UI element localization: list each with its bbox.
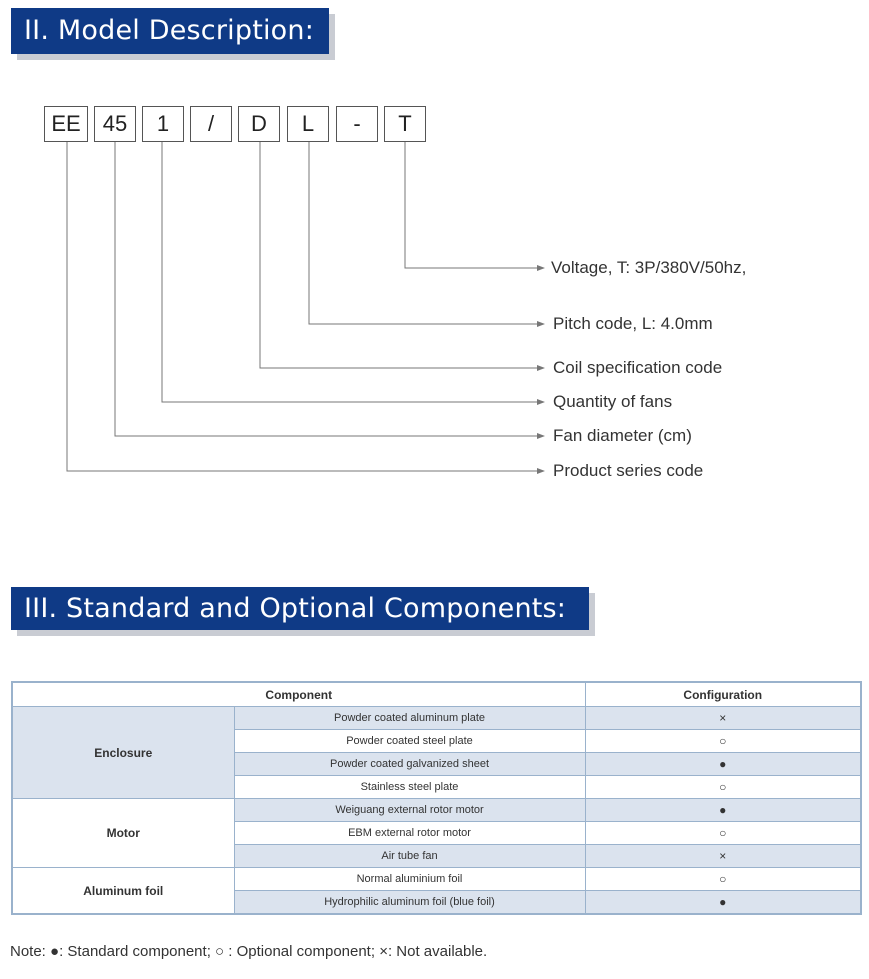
component-item: Hydrophilic aluminum foil (blue foil) — [233, 890, 586, 915]
arrow-pitch — [537, 321, 545, 327]
section-3-banner: III. Standard and Optional Components: — [11, 587, 589, 630]
component-item: Air tube fan — [233, 844, 586, 868]
optional-text: : Optional component; — [224, 943, 380, 960]
component-item: Weiguang external rotor motor — [233, 798, 586, 822]
config-symbol: × — [584, 706, 862, 730]
component-item: Normal aluminium foil — [233, 867, 586, 891]
code-box-slash: / — [190, 106, 232, 142]
table-row: Hydrophilic aluminum foil (blue foil) ● — [12, 890, 862, 915]
section-3-title: III. Standard and Optional Components: — [24, 593, 567, 624]
config-symbol: ○ — [584, 775, 862, 799]
arrow-series — [537, 468, 545, 474]
connector-diameter — [114, 142, 540, 437]
group-enclosure: Enclosure — [11, 706, 235, 799]
table-row: Enclosure Powder coated aluminum plate × — [11, 706, 862, 799]
code-box-pitch: L — [287, 106, 329, 142]
table-row: Motor Weiguang external rotor motor ● — [11, 798, 862, 868]
table-row: Stainless steel plate ○ — [12, 775, 862, 799]
table-row: Powder coated steel plate ○ — [12, 729, 862, 753]
connector-series — [66, 142, 540, 472]
desc-series: Product series code — [553, 461, 704, 480]
config-symbol: ● — [584, 752, 862, 776]
na-symbol-icon: × — [379, 943, 388, 960]
model-code-diagram — [66, 142, 545, 474]
section-2-title: II. Model Description: — [24, 15, 315, 46]
connector-coil — [259, 142, 540, 369]
desc-pitch: Pitch code, L: 4.0mm — [553, 314, 713, 333]
code-box-coil: D — [238, 106, 280, 142]
code-box-series: EE — [44, 106, 88, 142]
config-symbol: ○ — [584, 729, 862, 753]
code-box-voltage: T — [384, 106, 426, 142]
config-symbol: ● — [584, 798, 862, 822]
group-aluminum-foil: Aluminum foil — [11, 867, 235, 915]
connector-pitch — [308, 142, 540, 325]
header-component: Component — [11, 681, 586, 707]
table-row: EBM external rotor motor ○ — [12, 821, 862, 845]
components-table: Component Configuration Enclosure Powder… — [11, 681, 862, 915]
config-symbol: ○ — [584, 821, 862, 845]
arrow-voltage — [537, 265, 545, 271]
table-header-row: Component Configuration — [11, 681, 862, 707]
code-box-diameter: 45 — [94, 106, 136, 142]
desc-fan-qty: Quantity of fans — [553, 392, 673, 411]
optional-symbol-icon: ○ — [215, 943, 225, 960]
table-row: Aluminum foil Normal aluminium foil ○ — [11, 867, 862, 915]
connector-fan-qty — [161, 142, 540, 403]
group-motor: Motor — [11, 798, 235, 868]
standard-text: : Standard component; — [59, 943, 216, 960]
note-prefix: Note: — [10, 943, 51, 960]
config-symbol: × — [584, 844, 862, 868]
arrow-coil — [537, 365, 545, 371]
desc-diameter: Fan diameter (cm) — [553, 426, 692, 445]
component-item: Stainless steel plate — [233, 775, 586, 799]
component-item: Powder coated galvanized sheet — [233, 752, 586, 776]
arrow-diameter — [537, 433, 545, 439]
desc-voltage: Voltage, T: 3P/380V/50hz, — [551, 258, 747, 277]
component-item: EBM external rotor motor — [233, 821, 586, 845]
desc-coil: Coil specification code — [553, 358, 723, 377]
connector-voltage — [404, 142, 540, 269]
table-row: Air tube fan × — [12, 844, 862, 868]
code-box-dash: - — [336, 106, 378, 142]
na-text: : Not available. — [387, 943, 488, 960]
table-row: Powder coated galvanized sheet ● — [12, 752, 862, 776]
arrow-fan-qty — [537, 399, 545, 405]
header-configuration: Configuration — [584, 681, 862, 707]
config-symbol: ● — [584, 890, 862, 915]
component-item: Powder coated steel plate — [233, 729, 586, 753]
section-2-banner: II. Model Description: — [11, 8, 329, 54]
legend-note: Note: ●: Standard component; ○ : Optiona… — [10, 943, 487, 960]
standard-symbol-icon: ● — [50, 943, 60, 960]
config-symbol: ○ — [584, 867, 862, 891]
code-box-fan-qty: 1 — [142, 106, 184, 142]
component-item: Powder coated aluminum plate — [233, 706, 586, 730]
